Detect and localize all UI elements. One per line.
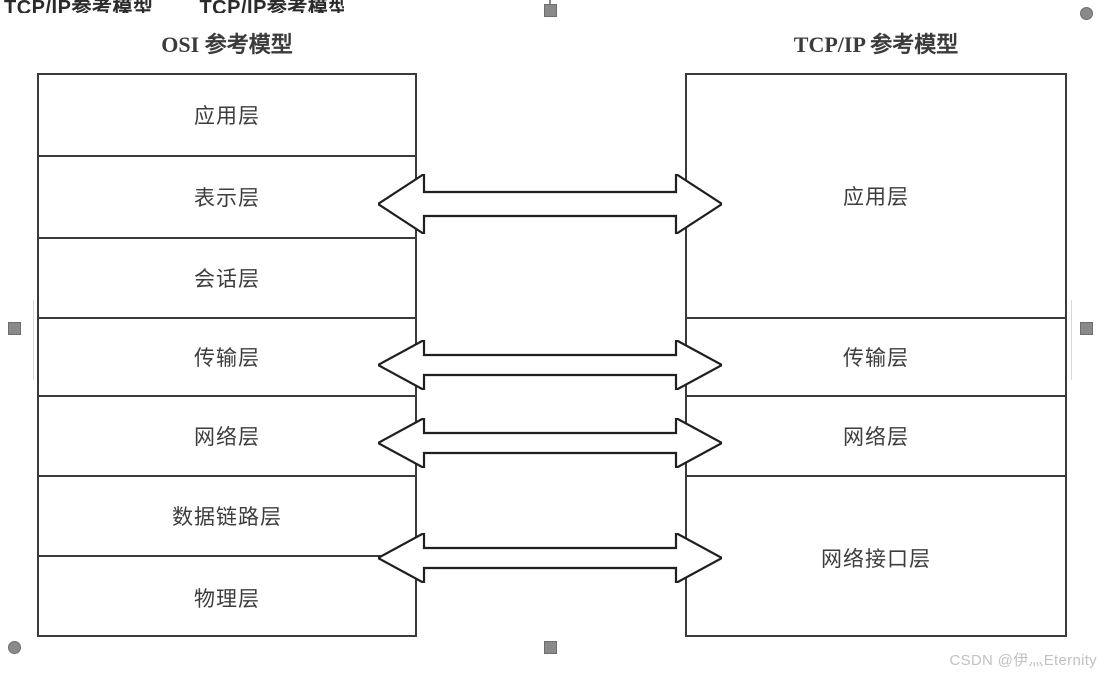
- osi-layer-label: 表示层: [194, 186, 260, 210]
- handle-middle-left[interactable]: [8, 322, 21, 335]
- handle-top-right[interactable]: [1080, 7, 1093, 20]
- clipped-text-left-misspelled: 参考模型: [71, 0, 154, 13]
- osi-layer-label: 应用层: [194, 104, 260, 128]
- handle-bottom-center[interactable]: [544, 641, 557, 654]
- csdn-watermark: CSDN @伊灬Eternity: [949, 652, 1097, 669]
- osi-layer-stack[interactable]: 应用层表示层会话层传输层网络层数据链路层物理层: [37, 73, 417, 637]
- osi-model-title: OSI 参考模型: [161, 32, 293, 57]
- right-edge-guide: [1071, 300, 1072, 380]
- tcpip-layer-label: 网络接口层: [821, 547, 931, 571]
- osi-layer-6[interactable]: 数据链路层: [39, 477, 415, 557]
- tcpip-layer-4[interactable]: 网络接口层: [687, 477, 1065, 639]
- osi-layer-4[interactable]: 传输层: [39, 319, 415, 397]
- osi-layer-label: 会话层: [194, 267, 260, 291]
- left-edge-guide: [33, 300, 34, 380]
- osi-layer-2[interactable]: 表示层: [39, 157, 415, 239]
- osi-layer-label: 网络层: [194, 425, 260, 449]
- tcpip-layer-3[interactable]: 网络层: [687, 397, 1065, 477]
- osi-layer-5[interactable]: 网络层: [39, 397, 415, 477]
- clipped-text-right-fragment: TCP/IP: [199, 0, 267, 13]
- tcpip-layer-label: 传输层: [843, 346, 909, 370]
- tcpip-model-title: TCP/IP 参考模型: [793, 32, 959, 57]
- tcpip-layer-label: 应用层: [843, 185, 909, 209]
- osi-layer-1[interactable]: 应用层: [39, 75, 415, 157]
- tcpip-layer-1[interactable]: 应用层: [687, 75, 1065, 319]
- application-mapping-arrow[interactable]: [378, 174, 722, 234]
- tcpip-layer-stack[interactable]: 应用层传输层网络层网络接口层: [685, 73, 1067, 637]
- handle-top-rotate[interactable]: [544, 4, 557, 17]
- tcpip-layer-label: 网络层: [843, 425, 909, 449]
- handle-bottom-left[interactable]: [8, 641, 21, 654]
- handle-rotate-stem: [549, 0, 551, 6]
- handle-middle-right[interactable]: [1080, 322, 1093, 335]
- clipped-text-right-misspelled: 参考模型: [266, 0, 344, 13]
- osi-layer-7[interactable]: 物理层: [39, 557, 415, 639]
- osi-layer-label: 传输层: [194, 346, 260, 370]
- clipped-text-left-fragment: TCP/IP: [4, 0, 72, 13]
- transport-mapping-arrow[interactable]: [378, 340, 722, 390]
- link-mapping-arrow[interactable]: [378, 533, 722, 583]
- osi-layer-3[interactable]: 会话层: [39, 239, 415, 319]
- osi-layer-label: 物理层: [194, 587, 260, 611]
- network-mapping-arrow[interactable]: [378, 418, 722, 468]
- osi-layer-label: 数据链路层: [172, 505, 282, 529]
- tcpip-layer-2[interactable]: 传输层: [687, 319, 1065, 397]
